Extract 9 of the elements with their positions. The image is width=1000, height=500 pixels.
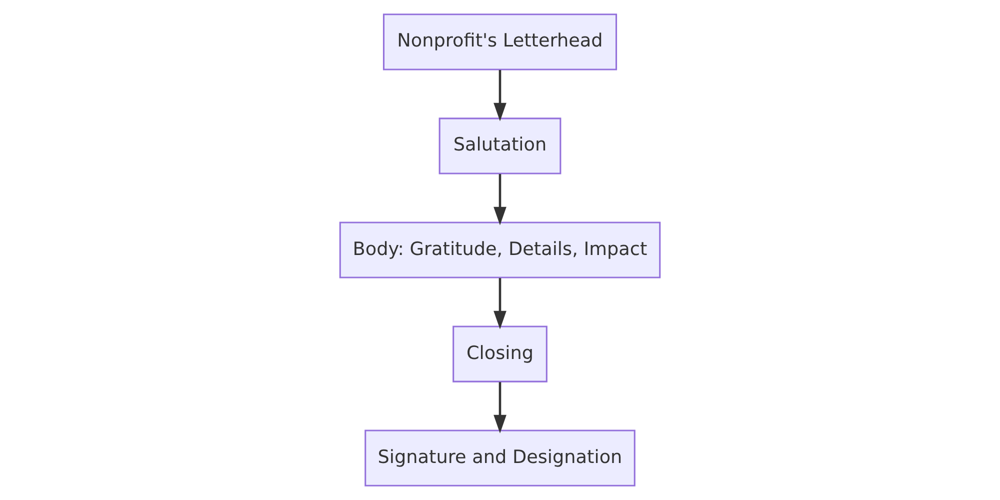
node-box: Body: Gratitude, Details, Impact	[339, 222, 661, 278]
arrow	[494, 278, 506, 330]
node-box: Salutation	[438, 118, 562, 174]
node-box: Closing	[452, 326, 548, 382]
arrow	[494, 382, 506, 434]
node-box: Nonprofit's Letterhead	[382, 14, 618, 70]
arrow	[494, 70, 506, 122]
node-box: Signature and Designation	[364, 430, 636, 486]
arrow	[494, 174, 506, 226]
